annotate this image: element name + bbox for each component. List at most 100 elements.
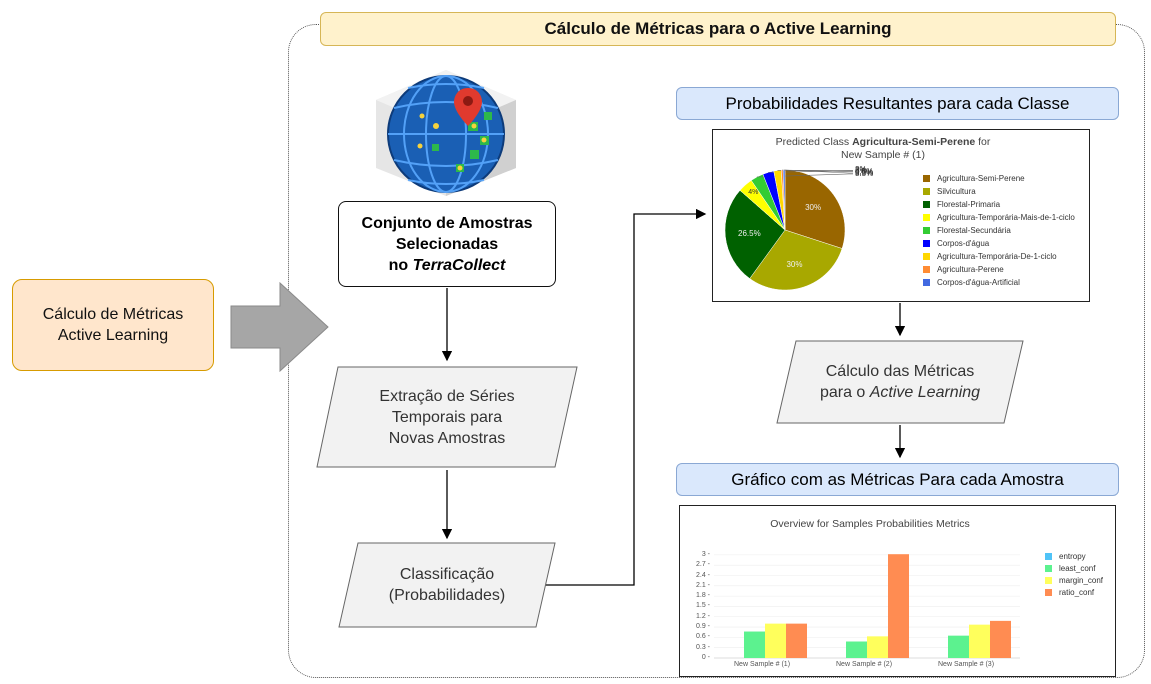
graph-header: Gráfico com as Métricas Para cada Amostr… (676, 463, 1119, 496)
pie-slice-1 (749, 229, 843, 291)
legend-swatch (1045, 565, 1052, 573)
pie-title-prefix: Predicted Class (775, 136, 853, 148)
pie-slice-label-8: 0.5% (855, 168, 874, 177)
legend-label: Florestal-Secundária (937, 226, 1011, 235)
left-box-line2: Active Learning (57, 327, 169, 344)
extraction-text: Extração de Séries Temporais para Novas … (316, 366, 578, 468)
metrics-line2: para o Active Learning (820, 382, 980, 403)
pie-title-suffix: for (975, 136, 991, 148)
sample-set-line3-prefix: no (388, 256, 413, 274)
legend-label: Agricultura-Perene (937, 265, 1004, 274)
sample-set-line3: no TerraCollect (362, 255, 533, 276)
bar-chart (714, 554, 1020, 659)
extraction-line3: Novas Amostras (388, 429, 506, 447)
bar-least_conf-1 (846, 641, 867, 658)
extraction-parallelogram (316, 366, 578, 468)
pie-chart (724, 169, 853, 291)
pie-legend-item: Corpos-d'água-Artificial (923, 278, 1020, 287)
bar-y-tick-label-1: 0.3 - (695, 643, 710, 651)
bar-legend-item: least_conf (1045, 564, 1095, 573)
bar-y-tick-label-9: 2.7 - (695, 561, 710, 569)
legend-swatch (923, 240, 930, 248)
legend-label: least_conf (1059, 564, 1096, 573)
sample-set-box: Conjunto de Amostras Selecionadas no Ter… (338, 201, 556, 287)
legend-swatch (923, 188, 930, 196)
bar-x-tick-label-1: New Sample # (2) (836, 661, 893, 668)
bar-ratio_conf-0 (786, 623, 807, 658)
pie-leader-line-7 (782, 169, 853, 172)
legend-swatch (923, 175, 930, 183)
pie-leader-line-8 (784, 169, 853, 174)
pie-legend-item: Agricultura-Perene (923, 265, 1004, 274)
legend-swatch (923, 227, 930, 235)
legend-label: margin_conf (1059, 576, 1104, 585)
metrics-text: Cálculo das Métricas para o Active Learn… (776, 340, 1024, 424)
pie-slice-label-7: 0.5% (855, 166, 874, 176)
classification-line2: (Probabilidades) (388, 587, 506, 604)
classification-line1: Classificação (399, 566, 495, 583)
pie-slice-label-6: 2% (855, 165, 867, 175)
big-right-arrow (230, 282, 329, 372)
bar-y-tick-label-4: 1.2 - (695, 612, 710, 620)
pie-legend-item: Agricultura-Temporária-De-1-ciclo (923, 252, 1057, 261)
pie-legend-item: Corpos-d'água (923, 239, 989, 248)
pie-legend-item: Florestal-Secundária (923, 226, 1011, 235)
bar-x-tick-label-0: New Sample # (1) (734, 661, 791, 668)
pie-leader-line-4 (756, 173, 853, 178)
legend-swatch (923, 253, 930, 261)
probabilities-header: Probabilidades Resultantes para cada Cla… (676, 87, 1119, 120)
bar-legend-item: margin_conf (1045, 576, 1103, 585)
pie-chart-title: Predicted Class Agricultura-Semi-Perene … (713, 136, 1053, 162)
pie-slice-label-1: 30% (786, 260, 803, 270)
bar-least_conf-2 (948, 635, 969, 658)
pie-slice-label-3: 4% (748, 188, 759, 196)
left-box-line1: Cálculo de Métricas (42, 306, 184, 323)
sample-set-line3-italic: TerraCollect (412, 256, 506, 274)
bar-margin_conf-1 (867, 636, 888, 658)
legend-label: Agricultura-Temporária-Mais-de-1-ciclo (937, 213, 1075, 222)
pie-legend-item: Agricultura-Temporária-Mais-de-1-ciclo (923, 213, 1075, 222)
extraction-line1: Extração de Séries (379, 387, 515, 405)
extraction-line2: Temporais para (391, 408, 503, 426)
pie-slice-label-5: 3% (855, 165, 867, 175)
pie-title-line2: New Sample # (1) (840, 149, 926, 161)
pie-legend-item: Silvicultura (923, 187, 976, 196)
bar-margin_conf-0 (765, 623, 786, 658)
classification-text: Classificação (Probabilidades) (338, 542, 556, 628)
bar-y-tick-label-2: 0.6 - (695, 633, 710, 641)
legend-label: Silvicultura (937, 187, 976, 196)
sample-set-line2: Selecionadas (395, 235, 499, 253)
metrics-parallelogram (776, 340, 1024, 424)
legend-label: Corpos-d'água (937, 239, 990, 248)
bar-least_conf-0 (744, 631, 765, 658)
bar-ratio_conf-1 (888, 554, 909, 658)
pie-legend-item: Florestal-Primaria (923, 200, 1000, 209)
bar-y-tick-label-7: 2.1 - (695, 581, 710, 589)
bar-margin_conf-2 (969, 624, 990, 658)
legend-swatch (923, 266, 930, 274)
pie-slice-0 (784, 169, 846, 249)
bar-ratio_conf-2 (990, 620, 1011, 658)
legend-label: Agricultura-Temporária-De-1-ciclo (937, 252, 1057, 261)
legend-swatch (923, 279, 930, 287)
bar-chart-title: Overview for Samples Probabilities Metri… (770, 518, 970, 530)
bar-y-tick-label-0: 0 - (701, 654, 710, 661)
legend-label: entropy (1059, 552, 1086, 561)
bar-legend-item: ratio_conf (1045, 588, 1094, 597)
classification-parallelogram (338, 542, 556, 628)
globe-map-icon (376, 70, 516, 196)
pie-slice-label-4: 3.5% (855, 168, 874, 178)
bar-y-tick-label-10: 3 - (701, 550, 710, 558)
pie-slice-2 (724, 189, 786, 279)
pie-chart-panel: Predicted Class Agricultura-Semi-Perene … (712, 129, 1090, 302)
bar-legend-item: entropy (1045, 552, 1086, 561)
pie-slice-label-0: 30% (805, 203, 822, 213)
pie-slice-label-2: 26.5% (738, 229, 761, 239)
bar-y-tick-label-6: 1.8 - (695, 592, 710, 600)
legend-label: ratio_conf (1059, 588, 1095, 597)
left-process-box: Cálculo de Métricas Active Learning (12, 279, 214, 371)
legend-label: Corpos-d'água-Artificial (937, 278, 1020, 287)
diagram-title: Cálculo de Métricas para o Active Learni… (320, 12, 1116, 46)
legend-label: Agricultura-Semi-Perene (937, 174, 1025, 183)
